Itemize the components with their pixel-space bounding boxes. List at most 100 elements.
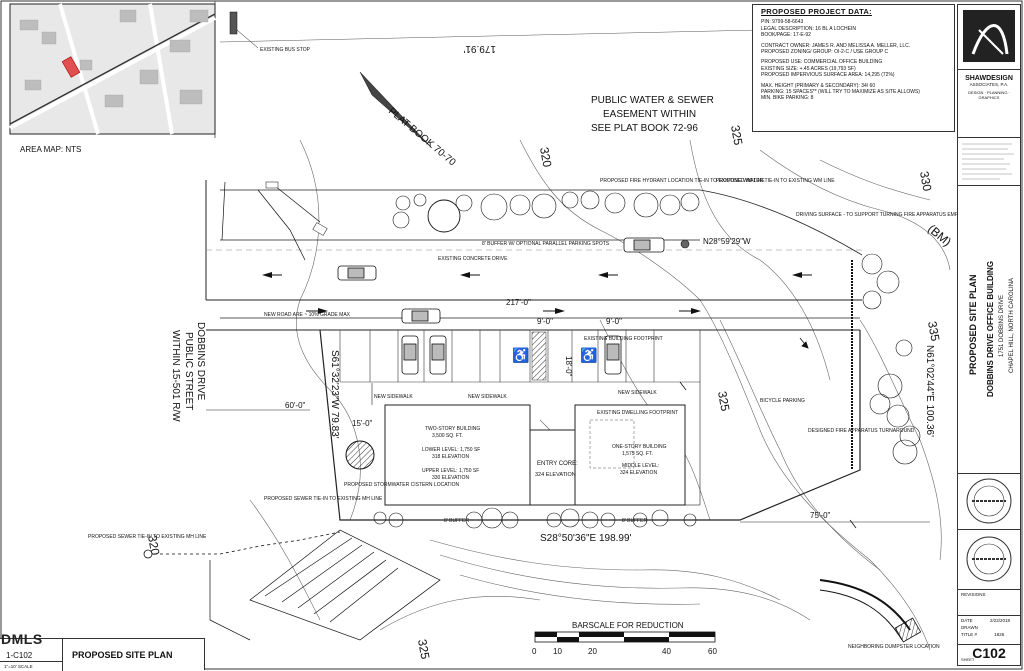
- bldg-a-line-6: 330 ELEVATION: [432, 475, 469, 481]
- easement-line-1: PUBLIC WATER & SEWER: [591, 95, 714, 106]
- dim-9-left: 9'-0": [537, 317, 553, 326]
- easement-line-3: SEE PLAT BOOK 72-96: [591, 123, 698, 134]
- legend-scale: 1"=10' SCALE: [4, 664, 33, 669]
- plat-book-hatch: [359, 71, 433, 149]
- bldg-b-line-4: 324 ELEVATION: [620, 470, 657, 476]
- trees-east: [861, 253, 921, 465]
- title-value: 1826: [994, 632, 1005, 637]
- access-aisle: [531, 331, 547, 381]
- fire-hydrant: [680, 239, 690, 249]
- project-data-line: PARKING: 15 SPACES** (WILL TRY TO MAXIMI…: [761, 89, 920, 96]
- project-data-block: PROPOSED PROJECT DATA: PIN: 9799-58-6643…: [752, 4, 955, 132]
- dim-15: 15'-0": [352, 419, 373, 428]
- south-slope-structure: [209, 181, 441, 641]
- drawing-legend: 1-C102 1"=10' SCALE PROPOSED SITE PLAN: [0, 638, 205, 671]
- project-data-line: PROPOSED ZONING/ GROUP: OI-2-C / USE GRO…: [761, 49, 889, 56]
- project-data-line: BOOK/PAGE: 17-E-92: [761, 32, 811, 39]
- new-sidewalk-left: NEW SIDEWALK: [374, 394, 413, 400]
- project-city: CHAPEL HILL, NORTH CAROLINA: [1009, 277, 1015, 373]
- hydrant-label: PROPOSED FIRE HYDRANT LOCATION TIE-IN TO…: [600, 178, 765, 184]
- bldg-b-line-3: MIDDLE LEVEL:: [622, 463, 659, 469]
- existing-dwelling-label: EXISTING DWELLING FOOTPRINT: [597, 410, 678, 416]
- stormwater-label: PROPOSED STORMWATER CISTERN LOCATION: [344, 482, 459, 488]
- dumpster-label: NEIGHBORING DUMPSTER LOCATION: [848, 644, 940, 650]
- bearing-top: 179.91': [463, 43, 496, 54]
- bldg-b-line-1: ONE-STORY BUILDING: [612, 444, 667, 450]
- dmls-watermark: DMLS: [1, 631, 43, 647]
- entry-core-line-2: 324 ELEVATION: [535, 472, 576, 478]
- dumpster-pad: [894, 617, 922, 643]
- barscale-tick-10: 10: [553, 647, 562, 656]
- sewer-manhole: [143, 549, 153, 559]
- bldg-a-line-2: 3,500 SQ. FT.: [432, 433, 463, 439]
- entry-core-line-1: ENTRY CORE:: [537, 461, 578, 467]
- title-label: TITLE #: [961, 632, 978, 637]
- project-data-line: MAX. HEIGHT (PRIMARY & SECONDARY): 34/ 6…: [761, 82, 876, 89]
- date-value: 2/22/2018: [989, 618, 1010, 623]
- trees-south: [373, 507, 697, 529]
- sheet-title: PROPOSED SITE PLAN: [968, 274, 978, 375]
- fire-turnaround-label: DESIGNED FIRE APPARATUS TURNAROUND: [808, 428, 915, 434]
- sheet-number: C102: [972, 645, 1006, 661]
- barscale-tick-60: 60: [708, 647, 717, 656]
- contour-325-mid: 325: [715, 390, 732, 412]
- dobbins-drive-road: [205, 180, 863, 331]
- revisions-section: REVISIONS: [958, 589, 1020, 616]
- contour-335: 335: [925, 320, 942, 342]
- new-road-label: NEW ROAD ARE ~ 10% GRADE MAX: [264, 312, 351, 318]
- bike-parking-label: BICYCLE PARKING: [760, 398, 805, 404]
- new-sidewalk-right: NEW SIDEWALK: [618, 390, 657, 396]
- water-tie-label: PROPOSED WATER TIE-IN TO EXISTING WM LIN…: [716, 178, 835, 184]
- legend-id: 1-C102: [6, 651, 33, 660]
- project-name: DOBBINS DRIVE OFFICE BUILDING: [986, 260, 995, 397]
- easement-line-2: EASEMENT WITHIN: [603, 109, 696, 120]
- project-data-line: EXISTING SIZE: +.45 ACRES (19,793 SF): [761, 65, 856, 72]
- sheet-label: SHEET: [961, 657, 975, 662]
- street-name-2: PUBLIC STREET: [183, 332, 194, 410]
- bldg-b-line-2: 1,575 SQ. FT.: [622, 451, 653, 457]
- drawn-label: DRAWN: [961, 625, 978, 630]
- contour-330: 330: [917, 170, 934, 192]
- seal-2: [966, 536, 1012, 582]
- seal-2-section: [958, 529, 1020, 590]
- street-name-3: WITHIN 15-501 R/W: [170, 330, 181, 422]
- bldg-a-line-4: 318 ELEVATION: [432, 454, 469, 460]
- svg-text:♿: ♿: [580, 347, 597, 364]
- parking-stalls: [339, 330, 700, 383]
- bearing-left: S61°32'23"W 79.83': [329, 350, 340, 439]
- date-label: DATE: [961, 618, 973, 623]
- existing-building-label: EXISTING BUILDING FOOTPRINT: [584, 336, 663, 342]
- barscale-tick-20: 20: [588, 647, 597, 656]
- drainage-arrows: [679, 337, 857, 529]
- notes-section: [958, 137, 1020, 186]
- sewer-tie-label-1: PROPOSED SEWER TIE-IN TO EXISTING MH LIN…: [264, 496, 383, 502]
- legend-id-cell: 1-C102 1"=10' SCALE: [0, 639, 63, 671]
- project-data-line: PROPOSED USE: COMMERCIAL OFFICE BUILDING: [761, 59, 883, 66]
- trees-north: [392, 190, 700, 233]
- existing-dwelling-outline: [589, 419, 635, 469]
- bearing-right: N61°02'44"E 100.36': [924, 345, 935, 437]
- firm-logo-section: [958, 5, 1020, 70]
- project-data-line: PIN: 9799-58-6643: [761, 19, 804, 26]
- firm-sub: ASSOCIATES, P.A.: [969, 82, 1009, 87]
- project-data-line: LEGAL DESCRIPTION: 16 BL A LOCHEIN: [761, 25, 856, 32]
- dim-75: 75'-0": [810, 511, 831, 520]
- buffer-label-south-1: 8' BUFFER: [444, 518, 470, 524]
- project-data-line: MIN. BIKE PARKING: 8: [761, 95, 814, 102]
- project-data-title: PROPOSED PROJECT DATA:: [761, 7, 872, 16]
- one-story-building: [574, 404, 686, 506]
- traffic-arrows: [262, 272, 812, 314]
- entry-core: [529, 429, 576, 506]
- buffer-label-south-2: 8' BUFFER: [622, 518, 648, 524]
- firm-tag: DESIGN · PLANNING · GRAPHICS: [968, 90, 1010, 100]
- new-sidewalk-middle: NEW SIDEWALK: [468, 394, 507, 400]
- barscale-tick-0: 0: [532, 647, 537, 656]
- sewer-tie-label-2: PROPOSED SEWER TIE-IN TO EXISTING MH LIN…: [88, 534, 207, 540]
- title-block: SHAWDESIGN ASSOCIATES, P.A. DESIGN · PLA…: [957, 4, 1021, 666]
- existing-drive-label: EXISTING CONCRETE DRIVE: [438, 256, 508, 262]
- property-boundary: [319, 329, 861, 521]
- contour-320: 320: [537, 146, 554, 168]
- sewer-line: [148, 531, 341, 555]
- vehicles: [337, 237, 665, 375]
- seal-1-section: [958, 473, 1020, 530]
